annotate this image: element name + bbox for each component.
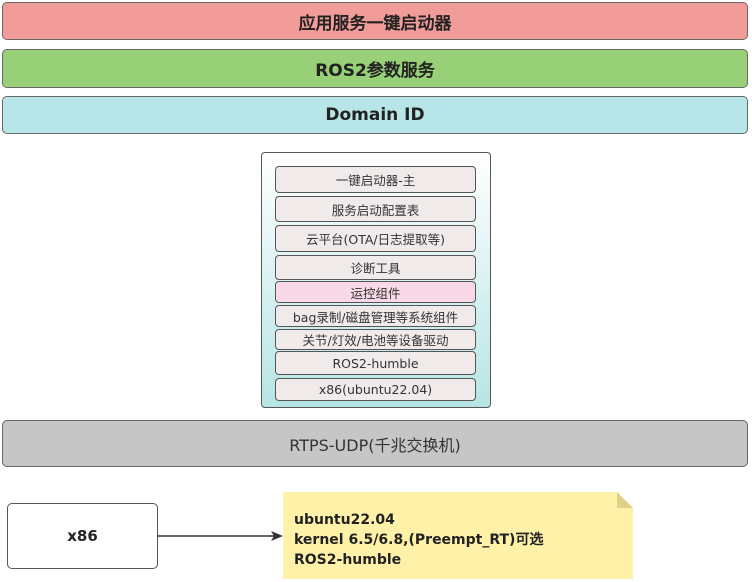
stack-item-highlighted: 运控组件 — [275, 281, 476, 303]
network-layer: RTPS-UDP(千兆交换机) — [2, 420, 748, 467]
platform-box: x86 — [7, 503, 158, 569]
arrow-icon — [157, 531, 283, 541]
domain-id-layer: Domain ID — [2, 96, 748, 134]
note-line: ubuntu22.04 — [294, 512, 395, 528]
app-launcher-layer: 应用服务一键启动器 — [2, 2, 748, 40]
stack-item: 服务启动配置表 — [275, 196, 476, 222]
note-line: ROS2-humble — [294, 552, 402, 568]
stack-item: 一键启动器-主 — [275, 166, 476, 193]
stack-item: bag录制/磁盘管理等系统组件 — [275, 305, 476, 327]
stack-item: 诊断工具 — [275, 255, 476, 280]
note-line: kernel 6.5/6.8,(Preempt_RT)可选 — [294, 532, 544, 548]
stack-item: 关节/灯效/电池等设备驱动 — [275, 329, 476, 350]
ros2-params-layer: ROS2参数服务 — [2, 49, 748, 88]
stack-item: x86(ubuntu22.04) — [275, 378, 476, 401]
software-stack: 一键启动器-主 服务启动配置表 云平台(OTA/日志提取等) 诊断工具 运控组件… — [261, 152, 491, 408]
stack-item: 云平台(OTA/日志提取等) — [275, 225, 476, 252]
stack-item: ROS2-humble — [275, 351, 476, 375]
platform-note: ubuntu22.04 kernel 6.5/6.8,(Preempt_RT)可… — [294, 510, 543, 570]
note-shape — [283, 492, 633, 579]
